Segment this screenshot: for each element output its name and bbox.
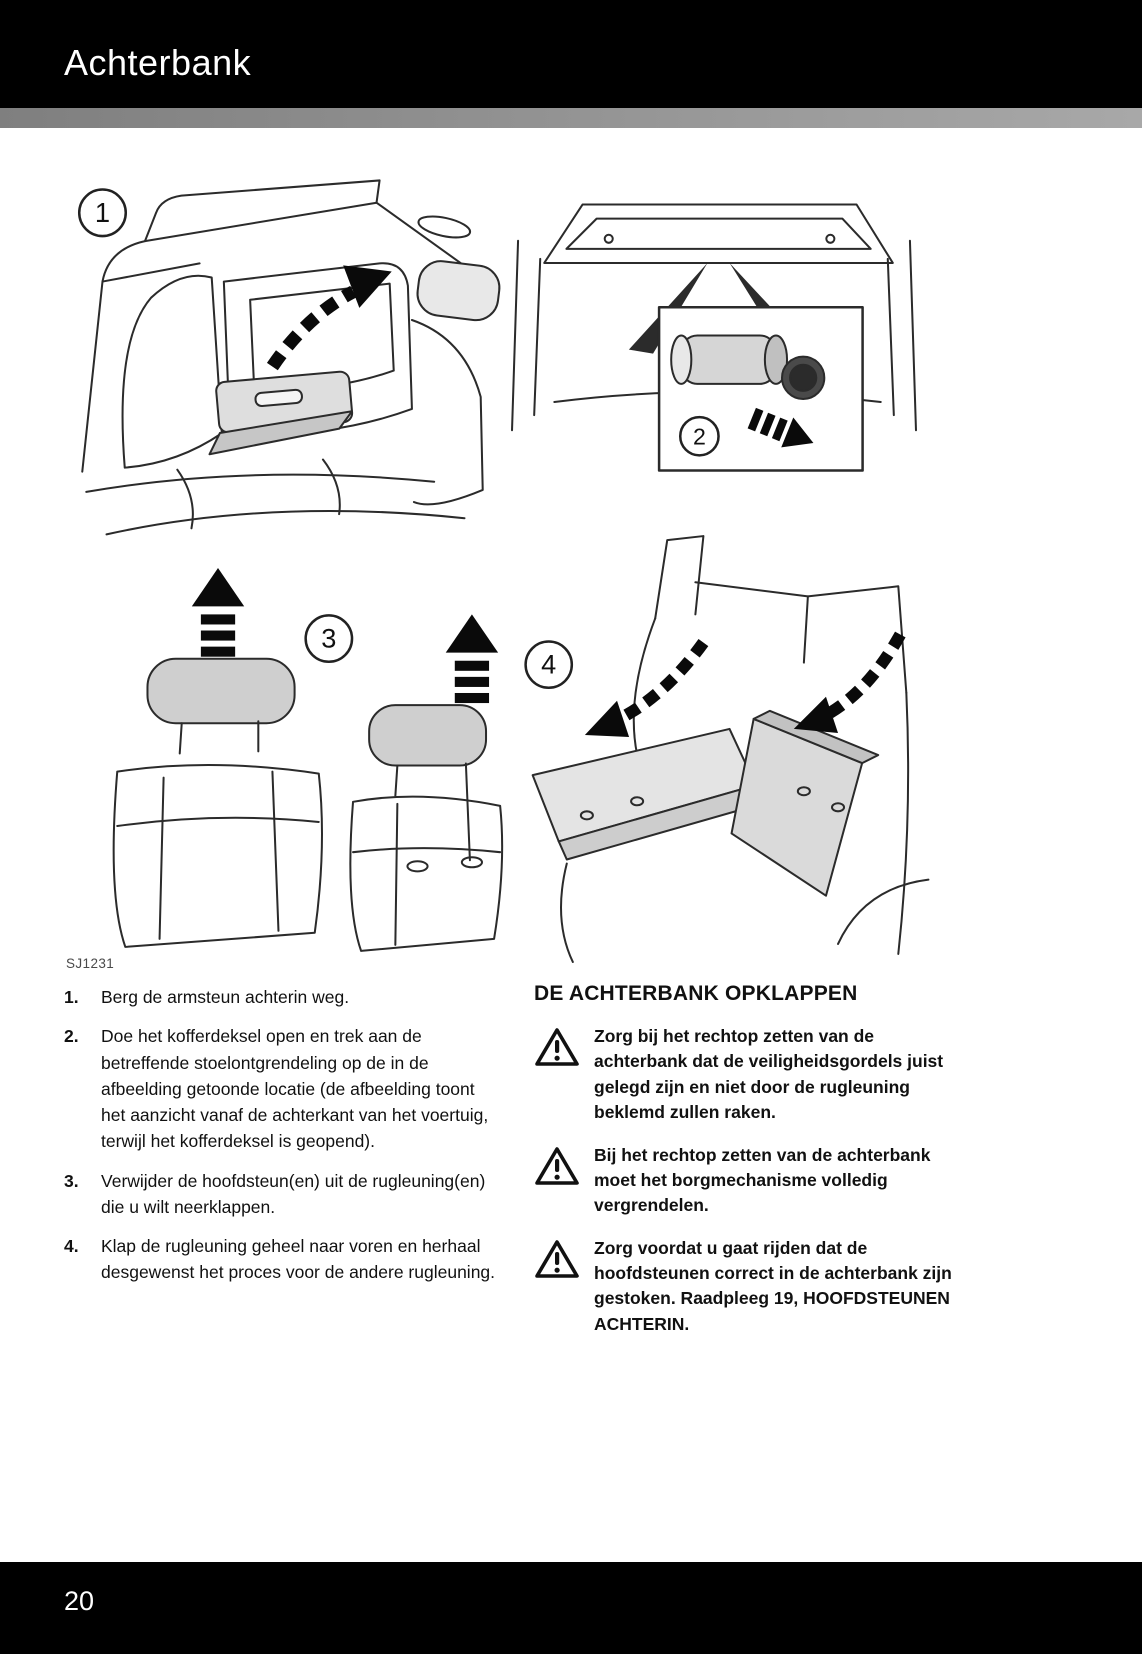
figure-1-number: 1 <box>95 197 110 228</box>
folding-backrest-right <box>730 709 880 897</box>
figure-3-number: 3 <box>321 623 336 654</box>
step-number: 2. <box>64 1026 79 1047</box>
warning-item-3: Zorg voordat u gaat rijden dat de hoofds… <box>534 1236 964 1338</box>
car-interior-outline <box>81 179 496 473</box>
warning-item-1: Zorg bij het rechtop zetten van de achte… <box>534 1024 964 1126</box>
header-divider-stripe <box>0 108 1142 128</box>
step-item-3: 3. Verwijder de hoofdsteun(en) uit de ru… <box>64 1168 502 1221</box>
folded-backrest-left <box>531 727 765 861</box>
step-item-2: 2. Doe het kofferdeksel open en trek aan… <box>64 1023 502 1154</box>
warning-text: Zorg voordat u gaat rijden dat de hoofds… <box>594 1237 952 1334</box>
step-number: 3. <box>64 1170 79 1191</box>
instruction-steps: 1. Berg de armsteun achterin weg. 2. Doe… <box>64 984 502 1299</box>
seat-frame-outline <box>560 535 930 963</box>
section-achterbank-opklappen: DE ACHTERBANK OPKLAPPEN Zorg bij het rec… <box>534 982 964 1354</box>
figure-seatback-folding: 4 <box>505 522 940 964</box>
warning-triangle-icon <box>535 1028 579 1066</box>
page-footer: 20 <box>0 1562 1142 1654</box>
figure-armrest-stowing: 1 <box>58 168 508 563</box>
step-number: 4. <box>64 1236 79 1256</box>
headrest-right <box>368 704 488 862</box>
figure-code: SJ1231 <box>66 956 115 971</box>
page-title: Achterbank <box>64 42 252 83</box>
trunk-seat-release-icon: 2 <box>511 203 917 472</box>
lift-arrow-right-icon <box>445 614 499 704</box>
page-header: Achterbank <box>0 0 1142 108</box>
warning-item-2: Bij het rechtop zetten van de achterbank… <box>534 1143 964 1219</box>
headrest-left <box>146 657 296 755</box>
figure-trunk-release: 2 <box>510 188 918 486</box>
step-text: Klap de rugleuning geheel naar voren en … <box>101 1236 496 1283</box>
step-text: Berg de armsteun achterin weg. <box>101 987 350 1007</box>
seatback-folding-icon: 4 <box>524 535 930 963</box>
step-item-4: 4. Klap de rugleuning geheel naar voren … <box>64 1233 502 1286</box>
step-item-1: 1. Berg de armsteun achterin weg. <box>64 984 502 1010</box>
fold-forward-arrow-left-icon <box>584 639 709 737</box>
pull-arrow-icon <box>747 407 814 448</box>
page-number: 20 <box>64 1586 95 1616</box>
seat-cushion-outline <box>85 458 466 536</box>
step-text: Doe het kofferdeksel open en trek aan de… <box>101 1026 489 1152</box>
rear-seat-armrest-stowing-icon: 1 <box>77 179 501 536</box>
warning-triangle-icon <box>535 1146 579 1185</box>
step-number: 1. <box>64 987 79 1007</box>
figure-2-number: 2 <box>693 423 706 449</box>
warning-text: Zorg bij het rechtop zetten van de achte… <box>594 1026 944 1123</box>
figure-1-number-badge: 1 <box>77 188 128 238</box>
figure-headrest-removal: 3 <box>58 562 508 960</box>
figure-3-number-badge: 3 <box>304 614 354 664</box>
seat-back-outline <box>121 260 501 506</box>
fold-forward-arrow-right-icon <box>793 631 906 733</box>
warning-triangle-icon <box>535 1239 579 1278</box>
figure-4-number-badge: 4 <box>524 640 574 690</box>
step-text: Verwijder de hoofdsteun(en) uit de rugle… <box>101 1170 486 1217</box>
release-handle <box>670 334 826 400</box>
armrest <box>208 370 354 456</box>
seat-backs-outline <box>112 763 504 952</box>
lift-arrow-left-icon <box>191 568 245 657</box>
headrest-removal-icon: 3 <box>112 568 504 952</box>
section-heading: DE ACHTERBANK OPKLAPPEN <box>534 982 858 1005</box>
fold-up-arrow-icon <box>266 265 392 371</box>
figure-2-number-badge: 2 <box>678 415 720 457</box>
warning-text: Bij het rechtop zetten van de achterbank… <box>594 1144 931 1216</box>
figure-4-number: 4 <box>541 649 556 680</box>
